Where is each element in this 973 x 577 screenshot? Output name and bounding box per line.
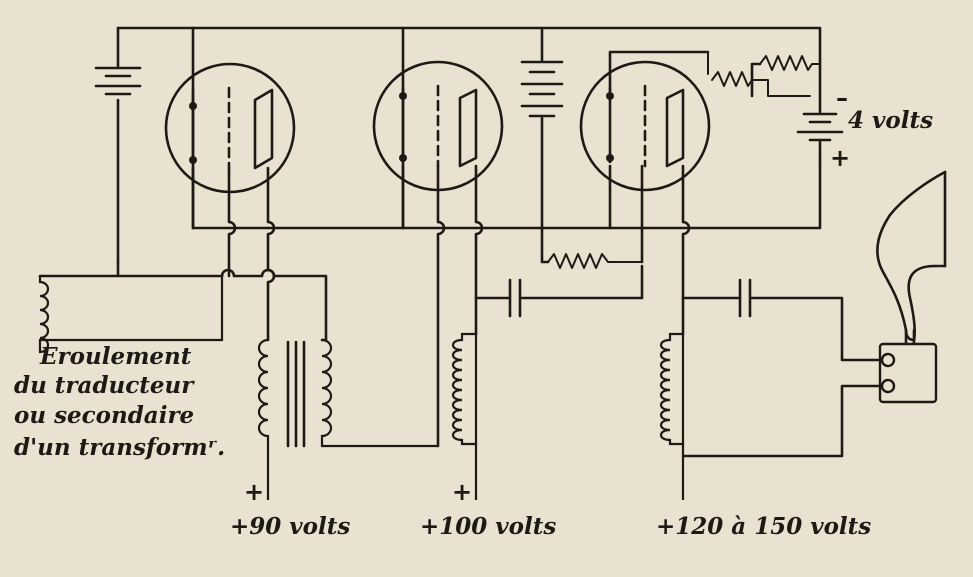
coupling-capacitor-2 xyxy=(681,278,888,458)
coupling-capacitor-1 xyxy=(474,264,644,318)
rheostats xyxy=(608,50,821,98)
caption-line-3: ou secondaire xyxy=(14,402,194,429)
label-100-volts: +100 volts xyxy=(420,513,556,540)
plate-choke-2 xyxy=(451,164,484,500)
top-bus xyxy=(116,26,822,264)
filament-bus xyxy=(191,26,822,230)
battery-minus-sign: – xyxy=(836,84,848,112)
grid-leak-resistor xyxy=(540,164,644,269)
vacuum-tube-3 xyxy=(579,60,711,192)
caption-line-4: d'un transformʳ. xyxy=(14,434,225,461)
label-4-volts: 4 volts xyxy=(848,107,933,134)
winding-caption: Eroulement du traducteur ou secondaire d… xyxy=(14,343,225,461)
plus-sign-100: + xyxy=(452,478,472,506)
grid-battery-left xyxy=(94,66,142,96)
plate-choke-3 xyxy=(659,164,691,500)
grid-lead-tube2 xyxy=(436,164,446,448)
battery-plus-sign: + xyxy=(830,144,850,172)
plus-sign-90: + xyxy=(244,478,264,506)
label-90-volts: +90 volts xyxy=(230,513,350,540)
grid-lead-tube1 xyxy=(220,166,328,342)
input-winding xyxy=(38,260,224,354)
grid-battery-middle xyxy=(520,26,564,230)
caption-line-1: Eroulement xyxy=(39,343,192,370)
caption-line-2: du traducteur xyxy=(14,372,195,399)
loudspeaker-horn-icon xyxy=(876,170,947,404)
interstage-transformer-1 xyxy=(257,166,438,500)
label-120-150-volts: +120 à 150 volts xyxy=(656,513,871,540)
filament-battery-4v: – + 4 volts xyxy=(796,84,933,172)
